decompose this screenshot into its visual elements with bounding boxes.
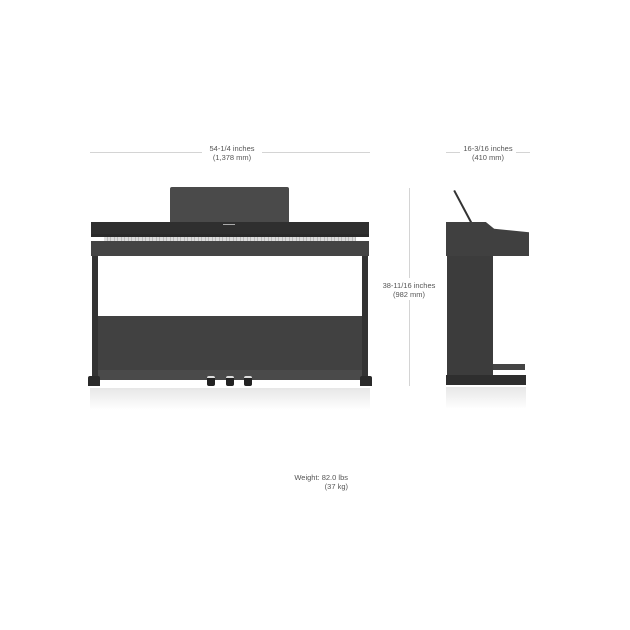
weight-metric: (37 kg) <box>324 481 348 491</box>
depth-label: 16-3/16 inches (410 mm) <box>458 144 518 162</box>
depth-imperial: 16-3/16 inches <box>463 144 513 153</box>
width-imperial: 54-1/4 inches <box>209 144 255 153</box>
keyboard-lid <box>91 222 369 234</box>
side-leg <box>447 256 493 376</box>
right-leg <box>362 256 368 378</box>
depth-dimension-line-left <box>446 152 460 153</box>
music-rest <box>170 187 289 224</box>
pedal-board <box>98 370 362 380</box>
left-leg <box>92 256 98 378</box>
height-imperial: 38-11/16 inches <box>382 281 436 290</box>
side-base <box>446 375 526 385</box>
depth-metric: (410 mm) <box>471 152 505 162</box>
width-dimension-line-left <box>90 152 202 153</box>
right-foot <box>360 376 372 386</box>
width-metric: (1,378 mm) <box>212 152 252 162</box>
width-dimension-line-right <box>262 152 370 153</box>
pedal-right <box>244 376 252 386</box>
side-cabinet-top <box>446 222 529 256</box>
pedal-left <box>207 376 215 386</box>
height-label: 38-11/16 inches (982 mm) <box>380 281 438 299</box>
weight-label: Weight: 82.0 lbs (37 kg) <box>284 473 348 491</box>
side-reflection <box>446 387 526 409</box>
left-foot <box>88 376 100 386</box>
side-pedal <box>493 364 525 370</box>
height-dimension-line-top <box>409 188 410 278</box>
height-dimension-line-bottom <box>409 300 410 386</box>
depth-dimension-line-right <box>516 152 530 153</box>
weight-imperial: Weight: 82.0 lbs <box>294 473 348 482</box>
piano-keys-overlay <box>104 237 356 241</box>
front-reflection <box>90 388 370 410</box>
height-metric: (982 mm) <box>392 289 426 299</box>
width-label: 54-1/4 inches (1,378 mm) <box>202 144 262 162</box>
brand-logo <box>223 224 235 225</box>
side-music-rest <box>453 189 473 225</box>
pedal-middle <box>226 376 234 386</box>
back-panel <box>98 316 362 370</box>
